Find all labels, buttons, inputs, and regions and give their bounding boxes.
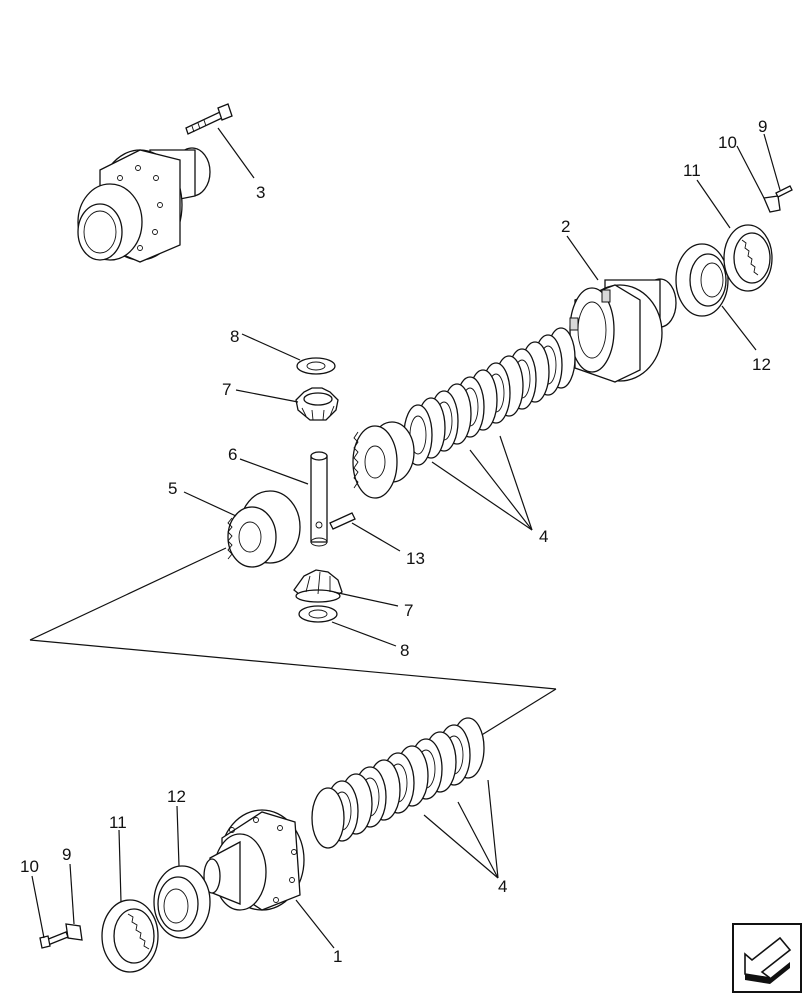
bolt-10-right <box>775 185 793 198</box>
callout-7: 7 <box>404 601 413 620</box>
housing-half-1 <box>203 809 305 911</box>
callout-8: 8 <box>230 327 239 346</box>
nut-11-left <box>101 899 159 973</box>
callouts: 3 2 8 7 6 5 13 7 8 4 4 9 10 11 12 1 11 1… <box>20 117 771 966</box>
callout-4: 4 <box>539 527 548 546</box>
callout-12: 12 <box>752 355 771 374</box>
roll-pin-13 <box>329 512 356 530</box>
bolt-10-left <box>39 931 69 949</box>
callout-11: 11 <box>683 161 701 180</box>
clutch-pack-upper <box>403 327 576 466</box>
bolt-3 <box>185 103 233 135</box>
reference-lines <box>29 547 557 737</box>
callout-5: 5 <box>168 479 177 498</box>
callout-1: 1 <box>333 947 342 966</box>
clutch-pack-lower <box>311 717 485 849</box>
leader-lines <box>31 127 781 949</box>
callout-11: 11 <box>109 813 127 832</box>
bearing-12-left <box>153 865 211 939</box>
assembled-differential <box>77 147 211 263</box>
callout-10: 10 <box>718 133 737 152</box>
arrow-nav-icon[interactable] <box>732 923 802 993</box>
side-gear-upper <box>352 421 415 499</box>
callout-4: 4 <box>498 877 507 896</box>
callout-3: 3 <box>256 183 265 202</box>
callout-7: 7 <box>222 380 231 399</box>
pinion-gear-7-top <box>295 387 339 421</box>
callout-8: 8 <box>400 641 409 660</box>
thrust-washer-8-top <box>296 357 336 375</box>
callout-2: 2 <box>561 217 570 236</box>
callout-13: 13 <box>406 549 425 568</box>
lock-plate-9-left <box>65 923 83 941</box>
pinion-gear-7-bottom <box>293 569 343 603</box>
thrust-washer-8-bottom <box>298 605 338 623</box>
nut-11-right <box>723 224 773 292</box>
side-gear-5 <box>227 490 301 568</box>
pinion-shaft-6 <box>310 451 328 547</box>
callout-6: 6 <box>228 445 237 464</box>
callout-12: 12 <box>167 787 186 806</box>
callout-10: 10 <box>20 857 39 876</box>
lock-plate-9-right <box>763 195 781 213</box>
bearing-12-right <box>675 243 729 317</box>
callout-9: 9 <box>62 845 71 864</box>
callout-9: 9 <box>758 117 767 136</box>
housing-half-2 <box>569 278 677 383</box>
